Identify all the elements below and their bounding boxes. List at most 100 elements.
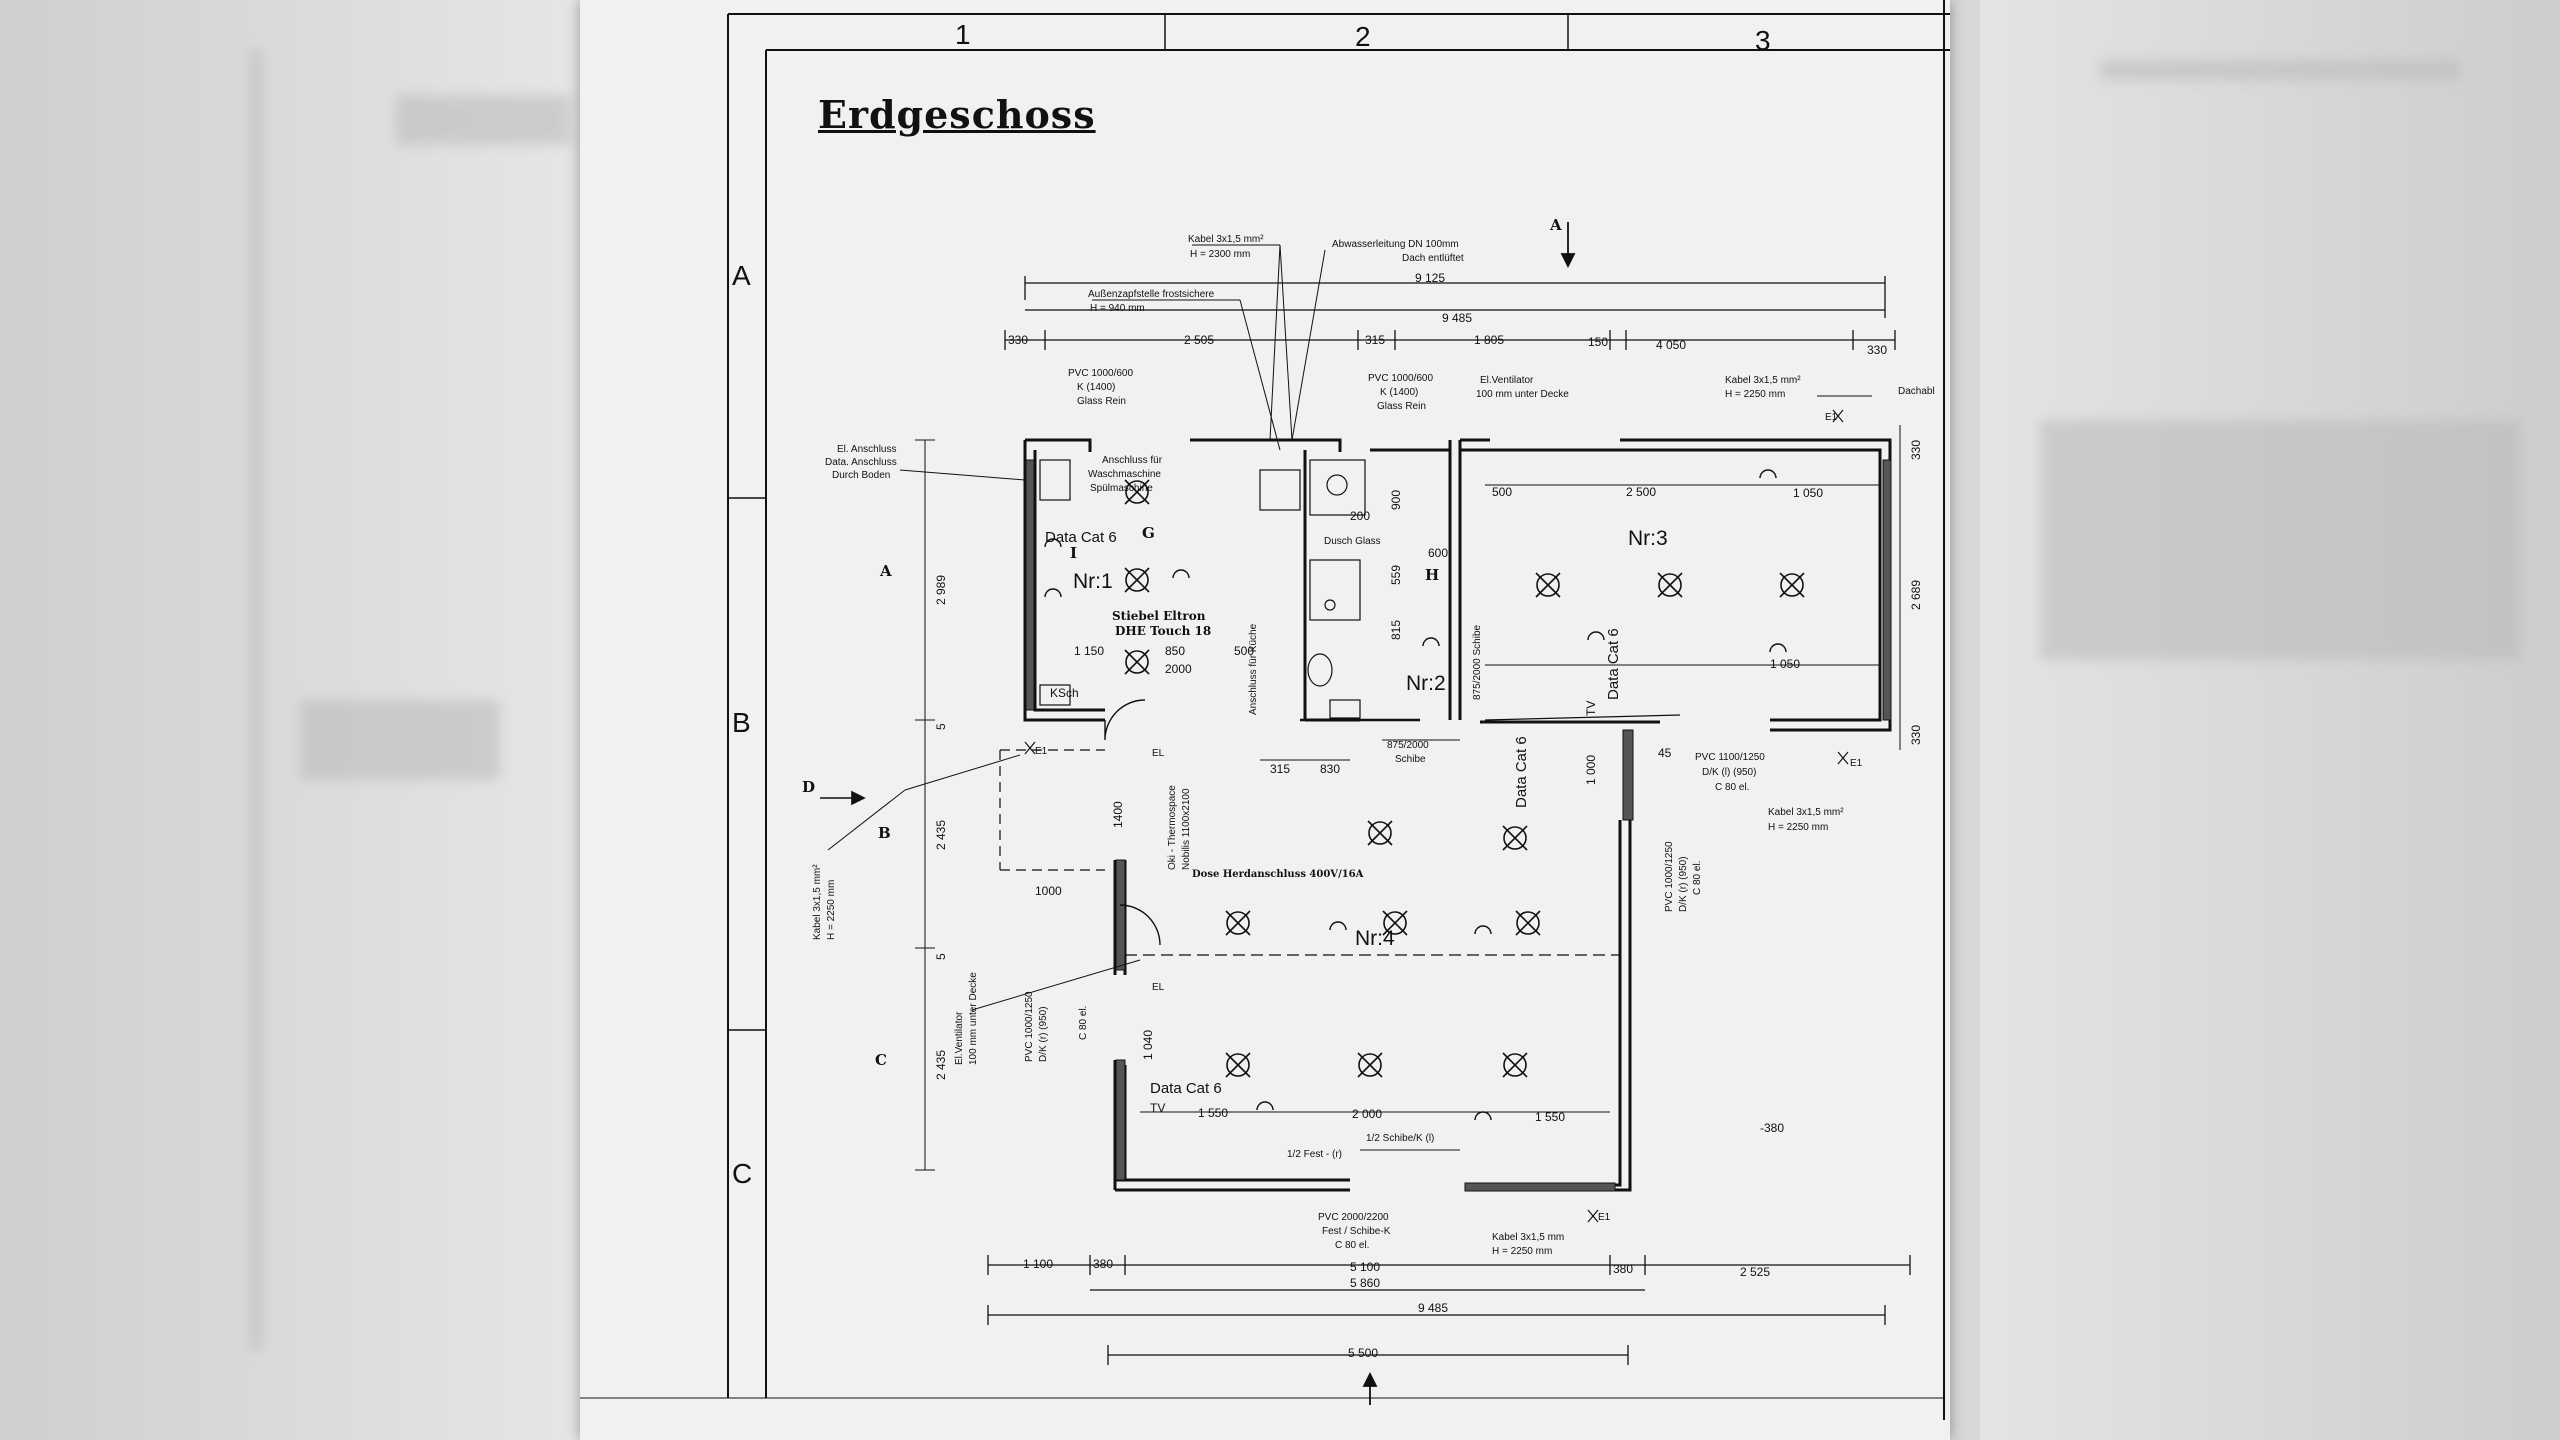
note-kabel-l-h: H = 2250 mm bbox=[826, 880, 837, 940]
room-label-nr4: Nr:4 bbox=[1355, 927, 1395, 950]
dim-top-6: 330 bbox=[1867, 343, 1887, 357]
label-ksch: KSch bbox=[1050, 686, 1079, 700]
note-stiebel: Stiebel Eltron bbox=[1112, 609, 1206, 623]
dim-misc-559: 559 bbox=[1389, 565, 1403, 585]
col-label-2: 2 bbox=[1355, 21, 1371, 52]
ghost-shape bbox=[2040, 420, 2520, 660]
note-aussen-h: H = 940 mm bbox=[1090, 303, 1145, 314]
note-durch-boden: Durch Boden bbox=[832, 470, 890, 481]
note-pvc-r1-2: D/K (l) (950) bbox=[1702, 767, 1756, 778]
note-thermospace: Oki - Thermospace bbox=[1167, 785, 1178, 870]
marker-h: H bbox=[1425, 566, 1439, 584]
dim-room3-0: 500 bbox=[1492, 485, 1512, 499]
note-abwasser-2: Dach entlüftet bbox=[1402, 253, 1464, 264]
note-data-cat6-nr1: Data Cat 6 bbox=[1045, 529, 1117, 546]
walls bbox=[1023, 438, 1892, 1192]
dim-room1-2: 2000 bbox=[1165, 662, 1192, 676]
dim-bottom-4: 2 525 bbox=[1740, 1265, 1770, 1279]
section-marker-top: A bbox=[1549, 216, 1562, 234]
dim-right-1: 2 689 bbox=[1909, 580, 1923, 610]
note-pvc-r1: PVC 1100/1250 bbox=[1695, 752, 1765, 763]
note-data-cat6-nr4: Data Cat 6 bbox=[1513, 736, 1530, 808]
note-pvc-l: PVC 1000/1250 bbox=[1024, 991, 1035, 1062]
drawing-frame bbox=[580, 0, 1950, 1420]
dim-misc-45: 45 bbox=[1658, 746, 1672, 760]
note-pvc-left: PVC 1000/600 bbox=[1068, 368, 1133, 379]
note-herd: Dose Herdanschluss 400V/16A bbox=[1192, 869, 1364, 880]
room-label-nr1: Nr:1 bbox=[1073, 570, 1113, 593]
dimension-lines-left bbox=[915, 439, 935, 1171]
note-kabel-tr-h: H = 2250 mm bbox=[1725, 389, 1785, 400]
dim-room3-4: 600 bbox=[1428, 546, 1448, 560]
dim-top-4: 150 bbox=[1588, 335, 1608, 349]
dim-misc-830: 830 bbox=[1320, 762, 1340, 776]
note-schibe-h2: Schibe bbox=[1395, 754, 1426, 765]
dim-misc-900: 900 bbox=[1389, 490, 1403, 510]
dim-misc-815: 815 bbox=[1389, 620, 1403, 640]
label-e1-b: E1 bbox=[1598, 1212, 1611, 1223]
note-pvc-bottom-2: Fest / Schibe-K bbox=[1322, 1226, 1391, 1237]
note-pvc-mid: PVC 1000/600 bbox=[1368, 373, 1433, 384]
floor-plan-drawing: 1 2 3 A B C 9 125 9 485 330 2 505 315 1 … bbox=[580, 0, 1950, 1420]
note-kabel-top-h: H = 2300 mm bbox=[1190, 249, 1250, 260]
leader-lines bbox=[1092, 244, 1872, 451]
col-label-3: 3 bbox=[1755, 25, 1771, 56]
label-tv-nr4: TV bbox=[1150, 1101, 1165, 1115]
note-schibe-k: 1/2 Schibe/K (l) bbox=[1366, 1133, 1434, 1144]
dimension-lines-bottom bbox=[987, 1255, 1911, 1365]
note-waschmaschine: Waschmaschine bbox=[1088, 469, 1161, 480]
floor-plan-sheet: 1 2 3 A B C 9 125 9 485 330 2 505 315 1 … bbox=[580, 0, 1950, 1440]
dim-misc-1040: 1 040 bbox=[1141, 1030, 1155, 1060]
note-dusch: Dusch Glass bbox=[1324, 536, 1381, 547]
note-data-cat6-nr3: Data Cat 6 bbox=[1605, 628, 1622, 700]
dim-misc-1000b: 1000 bbox=[1035, 884, 1062, 898]
note-dhe: DHE Touch 18 bbox=[1115, 624, 1211, 638]
dim-left-2: 2 435 bbox=[934, 820, 948, 850]
entrance-dashed bbox=[999, 749, 1105, 871]
room4-dim-lines bbox=[1140, 1111, 1610, 1151]
note-kabel-b-h: H = 2250 mm bbox=[1492, 1246, 1552, 1257]
note-pvc-l-2: D/K (r) (950) bbox=[1038, 1006, 1049, 1062]
note-pvc-bottom: PVC 2000/2200 bbox=[1318, 1212, 1389, 1223]
note-pvc-bottom-3: C 80 el. bbox=[1335, 1240, 1369, 1251]
e1-cable-marks bbox=[1024, 409, 1849, 1223]
dim-top-3: 1 805 bbox=[1474, 333, 1504, 347]
note-fest: 1/2 Fest - (r) bbox=[1287, 1149, 1342, 1160]
label-el: EL bbox=[1152, 982, 1165, 993]
dim-left-1: 5 bbox=[934, 723, 948, 730]
note-anschluss-kuche: Anschluss für Küche bbox=[1248, 623, 1259, 715]
dim-room3-3: 1 050 bbox=[1770, 657, 1800, 671]
dim-misc-380: -380 bbox=[1760, 1121, 1784, 1135]
dim-top-5: 4 050 bbox=[1656, 338, 1686, 352]
note-el-anschluss: El. Anschluss bbox=[837, 444, 896, 455]
dim-room1-3: 500 bbox=[1234, 644, 1254, 658]
dim-room1-0: 1 150 bbox=[1074, 644, 1104, 658]
room3-dim-lines bbox=[1485, 484, 1880, 666]
note-kabel-r: Kabel 3x1,5 mm² bbox=[1768, 807, 1844, 818]
note-pvc-left-2: K (1400) bbox=[1077, 382, 1115, 393]
note-kabel-top: Kabel 3x1,5 mm² bbox=[1188, 234, 1264, 245]
dim-left-3: 5 bbox=[934, 953, 948, 960]
dim-top-total-2: 9 485 bbox=[1442, 311, 1472, 325]
note-schibe-h: 875/2000 bbox=[1387, 740, 1429, 751]
note-anschluss-fur: Anschluss für bbox=[1102, 455, 1163, 466]
row-label-c: C bbox=[732, 1158, 752, 1189]
wall-hatching bbox=[1025, 459, 1892, 1192]
dim-misc-200: 200 bbox=[1350, 509, 1370, 523]
row-label-a: A bbox=[732, 260, 751, 291]
room-label-nr3: Nr:3 bbox=[1628, 527, 1668, 550]
blurred-background-left bbox=[0, 0, 580, 1440]
dim-misc-1550b: 1 550 bbox=[1535, 1110, 1565, 1124]
dim-top-2: 315 bbox=[1365, 333, 1385, 347]
note-pvc-r2-3: C 80 el. bbox=[1692, 861, 1703, 895]
bathroom-fixtures bbox=[1039, 459, 1366, 719]
note-ventilator-top-2: 100 mm unter Decke bbox=[1476, 389, 1569, 400]
label-e1-l: E1 bbox=[1035, 746, 1048, 757]
note-kabel-tr: Kabel 3x1,5 mm² bbox=[1725, 375, 1801, 386]
marker-i: I bbox=[1070, 544, 1077, 562]
note-abwasser: Abwasserleitung DN 100mm bbox=[1332, 239, 1459, 250]
dim-misc-2000: 2 000 bbox=[1352, 1107, 1382, 1121]
dim-top-1: 2 505 bbox=[1184, 333, 1214, 347]
grid-marker-b: B bbox=[878, 824, 891, 842]
dim-bottom-total-1: 5 860 bbox=[1350, 1276, 1380, 1290]
